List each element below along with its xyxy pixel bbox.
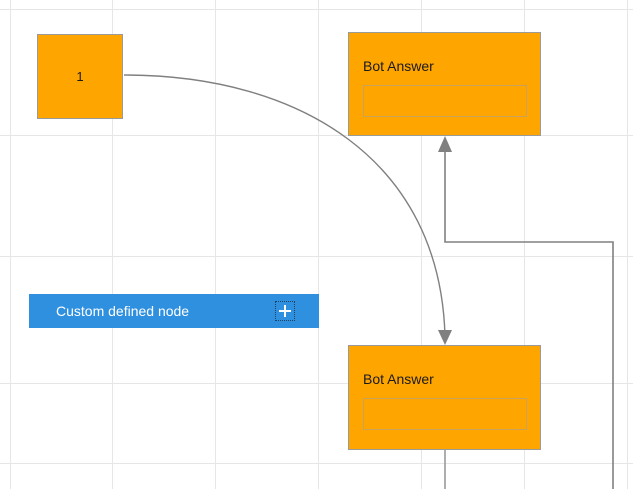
gridline-horizontal [0,463,633,464]
gridline-vertical [215,0,216,489]
node-bot-answer-slot[interactable] [363,85,527,117]
node-bot-answer-title: Bot Answer [363,58,434,74]
node-square-label: 1 [76,69,84,84]
node-square-1[interactable]: 1 [37,34,123,119]
node-bot-answer-2[interactable]: Bot Answer [348,345,541,450]
custom-defined-node-label: Custom defined node [56,303,190,319]
node-bot-answer-slot[interactable] [363,398,527,430]
plus-icon[interactable] [275,301,295,321]
gridline-horizontal [0,9,633,10]
node-bot-answer-title: Bot Answer [363,371,434,387]
gridline-horizontal [0,256,633,257]
gridline-horizontal [0,383,633,384]
node-bot-answer-1[interactable]: Bot Answer [348,32,541,136]
gridline-vertical [627,0,628,489]
custom-defined-node-bar[interactable]: Custom defined node [29,294,319,328]
gridline-vertical [10,0,11,489]
gridline-vertical [318,0,319,489]
gridline-vertical [112,0,113,489]
